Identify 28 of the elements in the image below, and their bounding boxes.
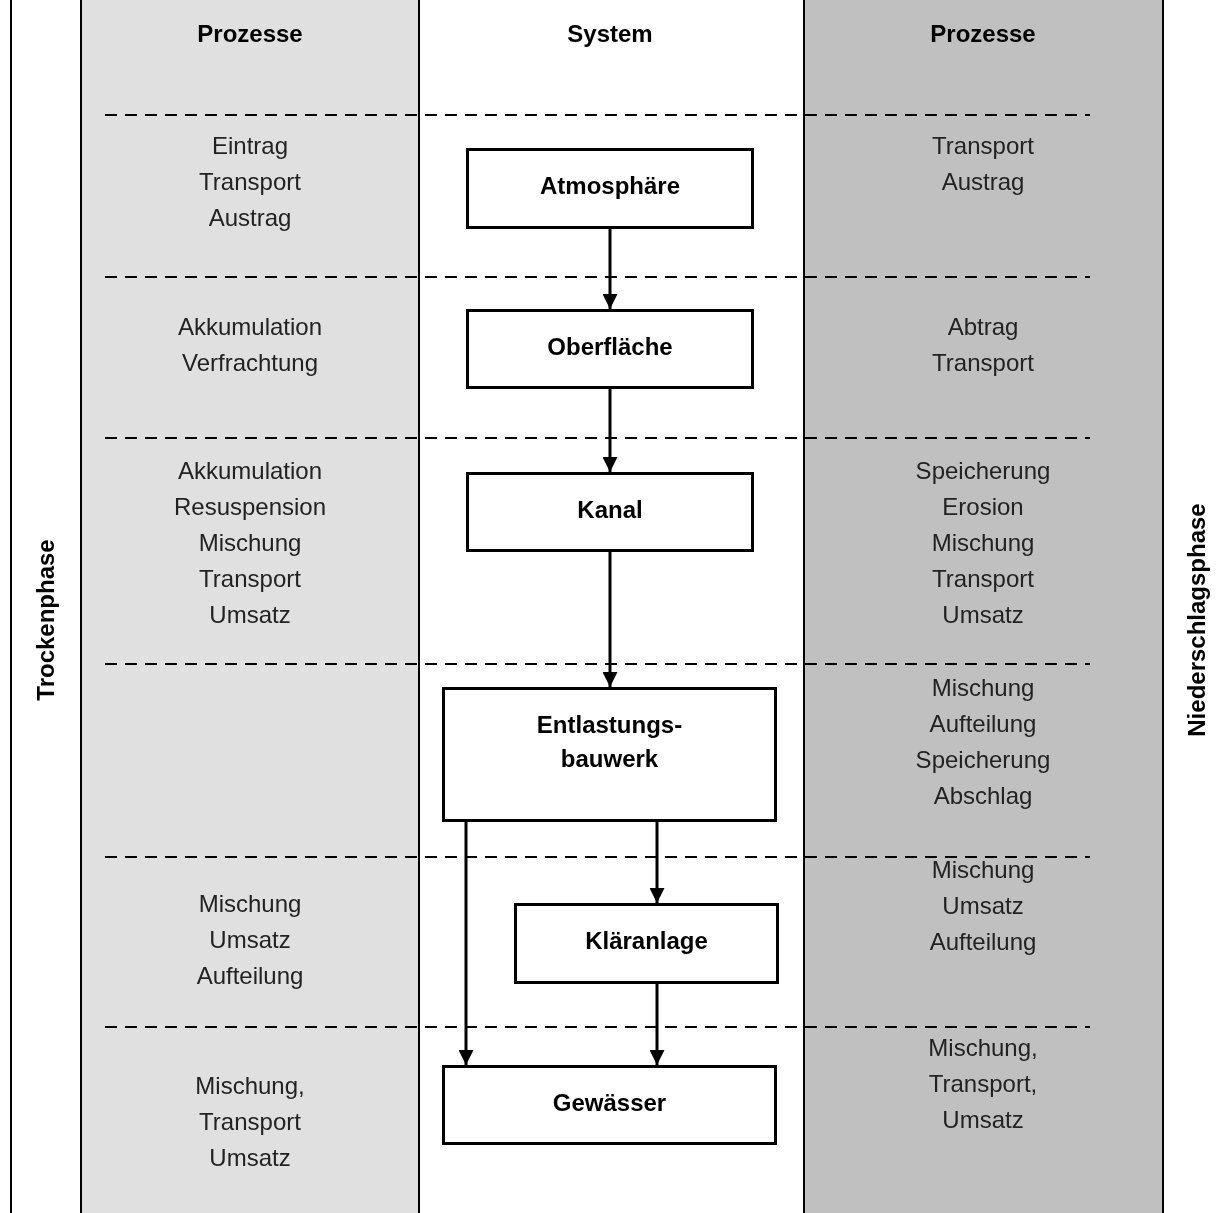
arrow xyxy=(602,229,618,309)
process-list: Abtrag Transport xyxy=(932,309,1034,381)
process-list: Akkumulation Resuspension Mischung Transport Umsatz xyxy=(173,453,327,633)
column-header: Prozesse xyxy=(197,20,303,48)
process-list: Mischung Umsatz Aufteilung xyxy=(196,886,304,994)
process-list: Eintrag Transport Austrag xyxy=(199,128,301,236)
system-box: Kanal xyxy=(466,472,754,552)
arrow xyxy=(649,984,665,1065)
process-list: Transport Austrag xyxy=(932,128,1034,200)
system-box: Atmosphäre xyxy=(466,148,754,229)
system-box: Entlastungs- bauwerk xyxy=(442,687,777,822)
phase-label: Trockenphase xyxy=(32,539,60,701)
system-box: Oberfläche xyxy=(466,309,754,389)
process-list: Akkumulation Verfrachtung xyxy=(177,309,323,381)
system-box: Kläranlage xyxy=(514,903,779,984)
process-list: Mischung, Transport Umsatz xyxy=(195,1068,305,1176)
arrow xyxy=(458,822,474,1065)
arrow xyxy=(602,389,618,472)
arrow xyxy=(602,552,618,687)
system-box: Gewässer xyxy=(442,1065,777,1145)
phase-label: Niederschlagsphase xyxy=(1183,503,1211,737)
process-list: Mischung, Transport, Umsatz xyxy=(928,1030,1038,1138)
process-list: Mischung Aufteilung Speicherung Abschlag xyxy=(915,670,1051,814)
column-header: Prozesse xyxy=(930,20,1036,48)
column-header: System xyxy=(567,20,653,48)
process-list: Speicherung Erosion Mischung Transport Umsatz xyxy=(915,453,1051,633)
arrow xyxy=(649,822,665,903)
process-list: Mischung Umsatz Aufteilung xyxy=(929,852,1037,960)
